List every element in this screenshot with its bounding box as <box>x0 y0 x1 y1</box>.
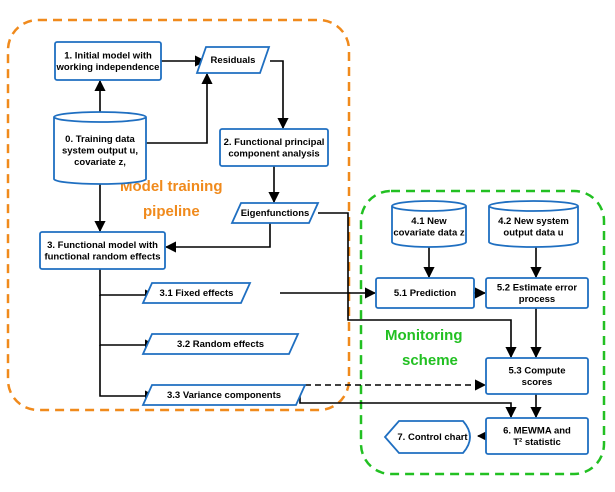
node-n51-label-line: 5.1 Prediction <box>394 288 456 299</box>
node-eigen-label-line: Eigenfunctions <box>241 208 310 219</box>
arrow-n3-to-n31 <box>99 269 157 301</box>
monitoring-region-label-line1: Monitoring <box>385 327 462 344</box>
arrow-n3-to-n33 <box>99 345 157 402</box>
node-n3-label-line: functional random effects <box>44 251 160 262</box>
node-n2-shape <box>219 128 329 167</box>
monitoring-region-border <box>359 189 606 476</box>
node-n31-label-line: 3.1 Fixed effects <box>160 288 234 299</box>
node-n0-label-line: covariate z, <box>74 157 126 168</box>
node-eigen-shape <box>230 202 320 224</box>
node-n53-label-line: 5.3 Compute <box>508 365 565 376</box>
node-n32-shape <box>141 333 300 355</box>
training-region-label-line1: Model training <box>120 178 223 195</box>
node-n53-shape <box>485 357 589 395</box>
node-residuals-label-line: Residuals <box>211 55 256 66</box>
node-n33-shape <box>141 384 307 406</box>
node-n41-shape <box>391 200 467 248</box>
node-n51: 5.1 Prediction <box>375 277 475 309</box>
node-n52-label-line: process <box>519 294 555 305</box>
node-n6-shape <box>485 417 589 455</box>
node-n31: 3.1 Fixed effects <box>141 282 252 304</box>
node-n0-shape <box>53 111 147 185</box>
node-n32-label-line: 3.2 Random effects <box>177 339 264 350</box>
arrow-residuals-to-n2 <box>270 60 289 130</box>
node-n0-label-line: 0. Training data <box>65 134 135 145</box>
node-n6-label-line: 6. MEWMA and <box>503 425 571 436</box>
model-training-region: Model training pipeline <box>6 18 351 412</box>
node-n33: 3.3 Variance components <box>141 384 307 406</box>
arrow-eigen-to-n3 <box>164 223 271 253</box>
node-n32: 3.2 Random effects <box>141 333 300 355</box>
monitoring-region-label-line2: scheme <box>402 352 458 369</box>
node-n41-label-line: covariate data z <box>393 227 465 238</box>
node-n2-label-line: 2. Functional principal <box>224 137 325 148</box>
node-n3-label-line: 3. Functional model with <box>47 240 158 251</box>
node-n1-shape <box>54 41 162 81</box>
node-n42-label-line: 4.2 New system <box>498 216 569 227</box>
arrow-n0-to-residuals <box>146 72 213 144</box>
node-residuals-shape <box>195 46 271 74</box>
node-n51-shape <box>375 277 475 309</box>
training-region-border <box>6 18 351 412</box>
node-n3-shape <box>39 231 166 270</box>
node-n7: 7. Control chart <box>383 420 471 454</box>
node-n31-shape <box>141 282 252 304</box>
node-eigen: Eigenfunctions <box>230 202 320 224</box>
arrow-eigen-to-n53 <box>318 212 517 359</box>
node-n41-label-line: 4.1 New <box>411 216 447 227</box>
node-n33-label-line: 3.3 Variance components <box>167 390 281 401</box>
node-n0-label-line: system output u, <box>62 146 138 157</box>
training-region-label-line2: pipeline <box>143 203 200 220</box>
arrow-n33-to-n6 <box>296 395 517 419</box>
monitoring-region: Monitoring scheme <box>359 189 606 476</box>
node-n6-label-line: T² statistic <box>513 437 561 448</box>
node-n42-label-line: output data u <box>503 227 563 238</box>
node-n7-shape <box>383 420 471 454</box>
node-n2-label-line: component analysis <box>228 148 319 159</box>
node-n1-label-line: working independence <box>56 62 160 73</box>
node-n52-shape <box>485 277 589 309</box>
node-residuals: Residuals <box>195 46 271 74</box>
node-n52-label-line: 5.2 Estimate error <box>497 282 578 293</box>
node-n7-label-line: 7. Control chart <box>397 432 468 443</box>
node-n42-shape <box>488 200 579 248</box>
node-n1-label-line: 1. Initial model with <box>64 50 152 61</box>
node-n53-label-line: scores <box>522 377 553 388</box>
